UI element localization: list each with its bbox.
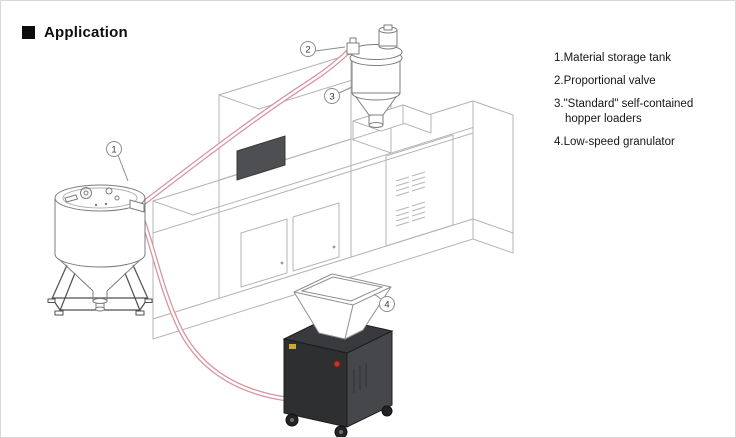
- section-header: Application: [22, 24, 128, 41]
- door-handle: [332, 245, 336, 249]
- proportional-valve: [346, 37, 360, 55]
- callout-1: 1: [106, 141, 129, 182]
- injection-molding-machine: [152, 53, 514, 340]
- wheel: [381, 405, 393, 417]
- granulator-vents: [353, 363, 367, 393]
- door-handle: [280, 261, 284, 265]
- callout-2-number: 2: [305, 45, 310, 56]
- callout-4-number: 4: [384, 300, 389, 311]
- vacuum-tube-to-loader: [139, 46, 354, 207]
- callout-4: 4: [373, 293, 395, 312]
- section-title: Application: [44, 24, 128, 41]
- warning-label: [289, 344, 296, 349]
- hopper-loader: [349, 24, 403, 128]
- tank-lid-fittings: [64, 187, 120, 207]
- section-bullet-icon: [22, 26, 35, 39]
- legend-item-material-storage-tank: 1.Material storage tank: [554, 52, 671, 64]
- callout-2: 2: [300, 41, 346, 57]
- callout-1-number: 1: [111, 145, 116, 156]
- legend-item-granulator: 4.Low-speed granulator: [554, 135, 675, 148]
- legend: 1.Material storage tank 2.Proportional v…: [554, 51, 732, 158]
- material-storage-tank: [47, 184, 153, 316]
- legend-item-hopper-loaders: 3."Standard" self-contained hopper loade…: [554, 97, 694, 125]
- tank-tube-fitting: [129, 199, 145, 213]
- callout-3-number: 3: [329, 92, 334, 103]
- low-speed-granulator: [282, 273, 394, 437]
- emergency-stop-button: [333, 360, 341, 368]
- legend-item-proportional-valve: 2.Proportional valve: [554, 74, 656, 87]
- vent-slots: [395, 171, 426, 227]
- callout-3: 3: [324, 86, 353, 104]
- loader-motor: [378, 24, 398, 50]
- vacuum-tube-to-granulator: [137, 211, 288, 402]
- control-display: [236, 135, 286, 181]
- granulator-funnel: [293, 273, 392, 340]
